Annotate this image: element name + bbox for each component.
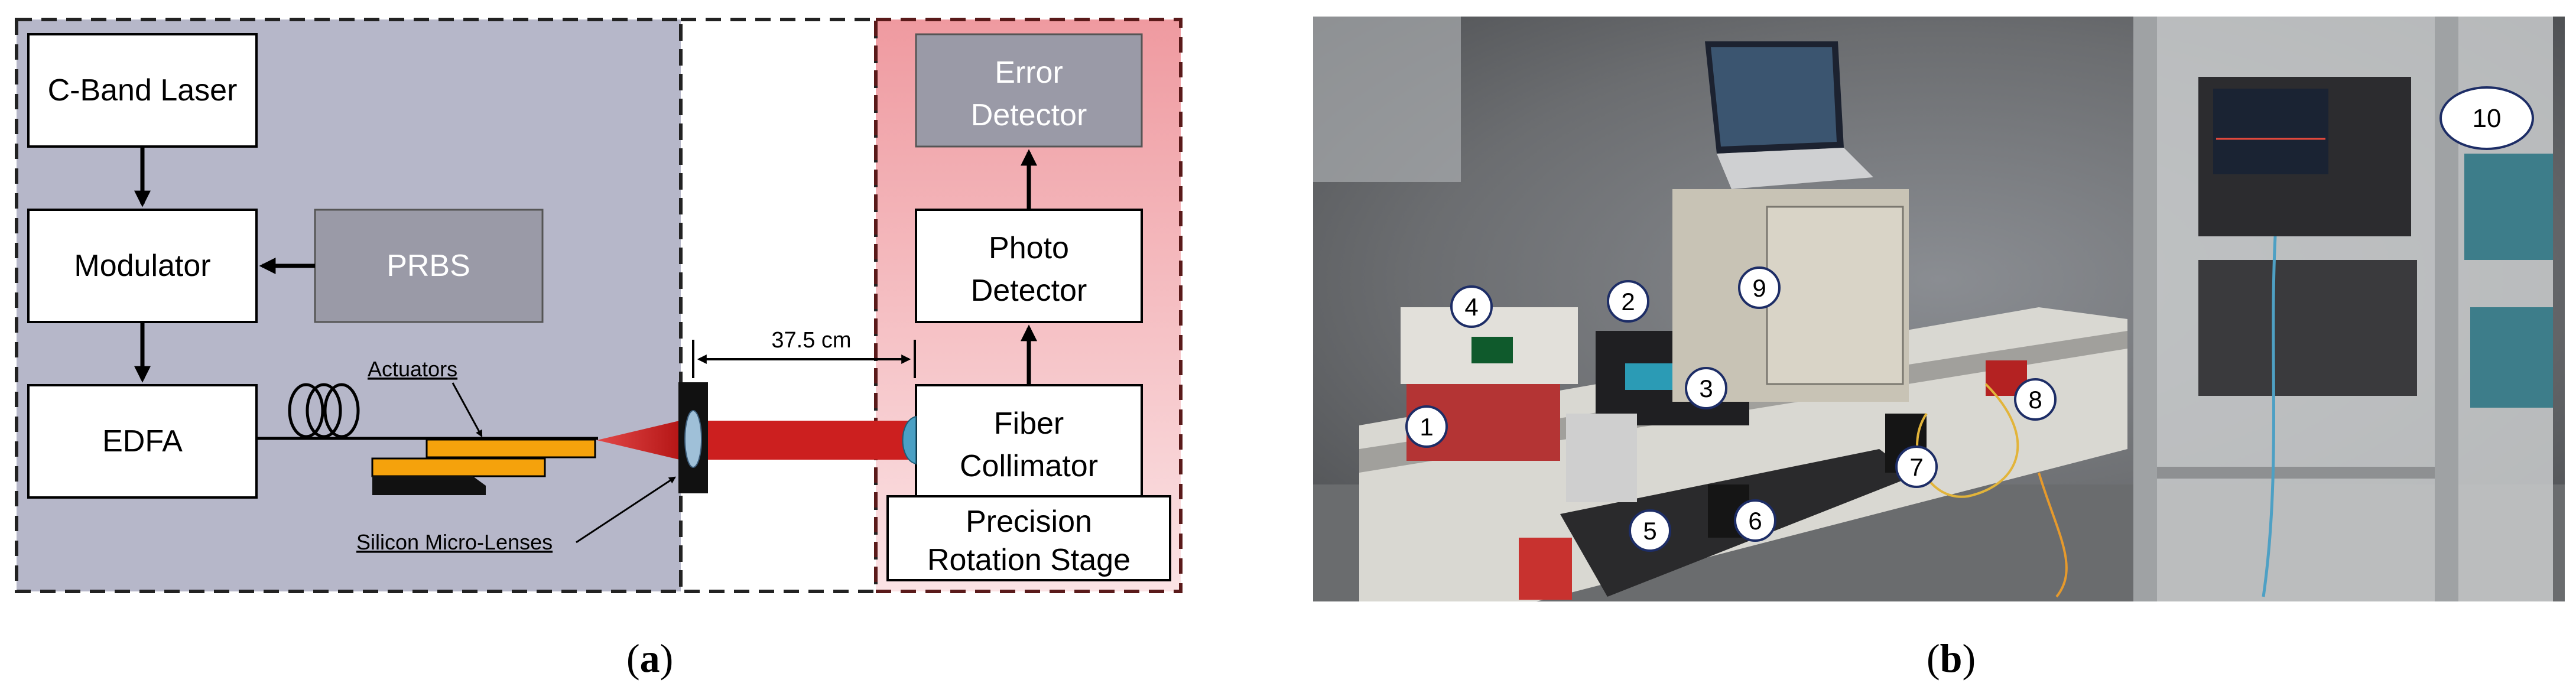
marker-9-label: 9	[1752, 274, 1766, 302]
marker-7-label: 7	[1909, 453, 1923, 481]
marker-6: 6	[1734, 499, 1776, 542]
collimator-lens	[902, 415, 917, 465]
rack-right-box-top	[2464, 154, 2553, 260]
marker-5-label: 5	[1643, 517, 1656, 545]
fiber-collimator-box	[915, 384, 1143, 499]
modulator-box	[27, 209, 258, 323]
caption-a-letter: a	[639, 636, 660, 681]
fiber-bundle-2	[2038, 472, 2068, 598]
diverging-beam	[597, 421, 680, 460]
micro-lens	[684, 410, 702, 468]
actuator-upper	[425, 438, 596, 458]
marker-8-label: 8	[2028, 386, 2042, 414]
fiber-collimator-line1: Fiber	[994, 406, 1064, 441]
marker-3-label: 3	[1699, 375, 1713, 402]
multimeter	[1519, 538, 1572, 600]
lab-table	[1359, 307, 2127, 601]
marker-4: 4	[1450, 285, 1493, 328]
marker-3: 3	[1685, 367, 1727, 409]
laser-label: C-Band Laser	[48, 73, 238, 108]
instrument-9-panel	[1766, 206, 1904, 385]
error-detector-box	[915, 33, 1143, 148]
marker-7: 7	[1895, 445, 1938, 488]
error-detector-line2: Detector	[971, 98, 1087, 132]
fiber-coil	[288, 383, 360, 438]
edfa-box	[27, 384, 258, 499]
laptop-screen-image	[1711, 47, 1837, 147]
photo-detector-box	[915, 209, 1143, 323]
laptop-base	[1717, 148, 1873, 189]
marker-10: 10	[2439, 86, 2534, 150]
photo-window	[1313, 17, 1461, 182]
marker-1-label: 1	[1419, 413, 1433, 441]
signal-analyzer	[2198, 260, 2417, 396]
rack-shelf	[2157, 467, 2435, 479]
caption-b-letter: b	[1940, 636, 1963, 681]
schematic-panel: C-Band Laser Modulator PRBS EDFA Actuato…	[15, 18, 1183, 593]
modulator-label: Modulator	[74, 249, 210, 283]
rack-right-box-bottom	[2470, 307, 2553, 408]
distance-label: 37.5 cm	[771, 328, 851, 353]
receiver-dashed-outline	[874, 18, 1183, 593]
micro-lenses-label: Silicon Micro-Lenses	[356, 530, 553, 554]
photo-detector-line2: Detector	[971, 274, 1087, 308]
actuator-lower	[371, 457, 546, 477]
actuator-base	[372, 476, 486, 495]
rotation-stage-box	[886, 495, 1171, 581]
actuators-leader	[451, 382, 483, 438]
caption-b: (b)	[1927, 636, 1976, 681]
lab-photo-panel: 1 2 3 4 5 6 7 8	[1313, 17, 2565, 601]
marker-6-label: 6	[1748, 507, 1762, 535]
caption-a: (a)	[626, 636, 674, 681]
oscilloscope-screen	[2213, 89, 2328, 174]
free-space-dashed-outline	[679, 18, 878, 593]
marker-10-label: 10	[2473, 104, 2502, 133]
error-detector-line1: Error	[995, 56, 1063, 90]
marker-9: 9	[1738, 266, 1781, 309]
marker-2: 2	[1607, 280, 1649, 323]
marker-4-label: 4	[1464, 293, 1478, 321]
instrument-3-display	[1625, 363, 1672, 390]
rack-post-left	[2133, 17, 2157, 601]
micro-lenses-leader	[576, 476, 677, 544]
prbs-label: PRBS	[386, 249, 470, 283]
fiber-collimator-line2: Collimator	[960, 449, 1098, 483]
instrument-4-display	[1471, 337, 1513, 363]
collimated-beam	[703, 421, 911, 460]
marker-2-label: 2	[1621, 288, 1635, 316]
rotation-stage-line2: Rotation Stage	[927, 543, 1131, 577]
blue-fiber	[2262, 236, 2277, 597]
device-5	[1566, 414, 1637, 502]
rotation-stage-line1: Precision	[966, 505, 1092, 539]
photo-detector-line1: Photo	[989, 231, 1069, 265]
edfa-label: EDFA	[102, 424, 183, 458]
marker-1: 1	[1405, 405, 1448, 448]
marker-8: 8	[2014, 378, 2057, 421]
marker-5: 5	[1629, 509, 1671, 552]
actuators-label: Actuators	[368, 357, 457, 381]
